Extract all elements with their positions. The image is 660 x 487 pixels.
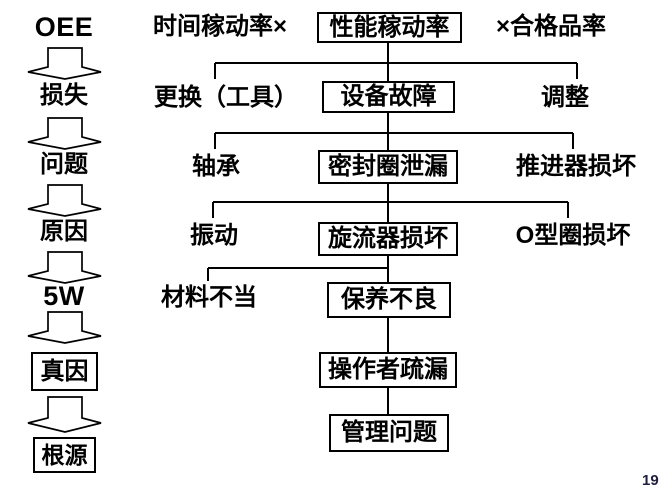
ladder-label-5w: 5W	[43, 280, 85, 311]
node-seal-ring-leak: 密封圈泄漏	[318, 150, 458, 184]
down-arrow-icon	[27, 117, 102, 150]
label-quality-rate: ×合格品率	[495, 12, 606, 40]
down-arrow-icon	[27, 396, 102, 433]
label-improper-material: 材料不当	[161, 283, 257, 311]
ladder-box-root-source: 根源	[33, 437, 96, 473]
label-o-ring-damage: O型圈损坏	[515, 221, 631, 249]
ladder-label-problem: 问题	[40, 151, 88, 178]
label-tool-replacement: 更换（工具）	[154, 83, 298, 111]
node-equipment-failure: 设备故障	[322, 81, 455, 113]
node-cyclone-damage: 旋流器损坏	[318, 222, 458, 256]
page-number: 19	[642, 472, 659, 487]
node-operator-oversight: 操作者疏漏	[319, 352, 457, 388]
down-arrow-icon	[27, 311, 102, 344]
node-poor-maintenance: 保养不良	[327, 282, 451, 318]
ladder-label-cause: 原因	[40, 218, 88, 245]
label-time-availability: 时间稼动率×	[152, 12, 287, 40]
ladder-label-loss: 损失	[40, 82, 88, 109]
label-adjustment: 调整	[541, 83, 589, 111]
label-bearing: 轴承	[192, 152, 240, 180]
ladder-label-oee: OEE	[34, 11, 94, 42]
ladder-box-true-cause: 真因	[31, 352, 98, 391]
down-arrow-icon	[27, 251, 102, 284]
label-propeller-damage: 推进器损坏	[516, 152, 636, 180]
node-management-issue: 管理问题	[329, 414, 449, 452]
node-performance-rate: 性能稼动率	[317, 12, 462, 43]
label-vibration: 振动	[190, 221, 238, 249]
down-arrow-icon	[27, 184, 102, 217]
down-arrow-icon	[27, 47, 102, 80]
